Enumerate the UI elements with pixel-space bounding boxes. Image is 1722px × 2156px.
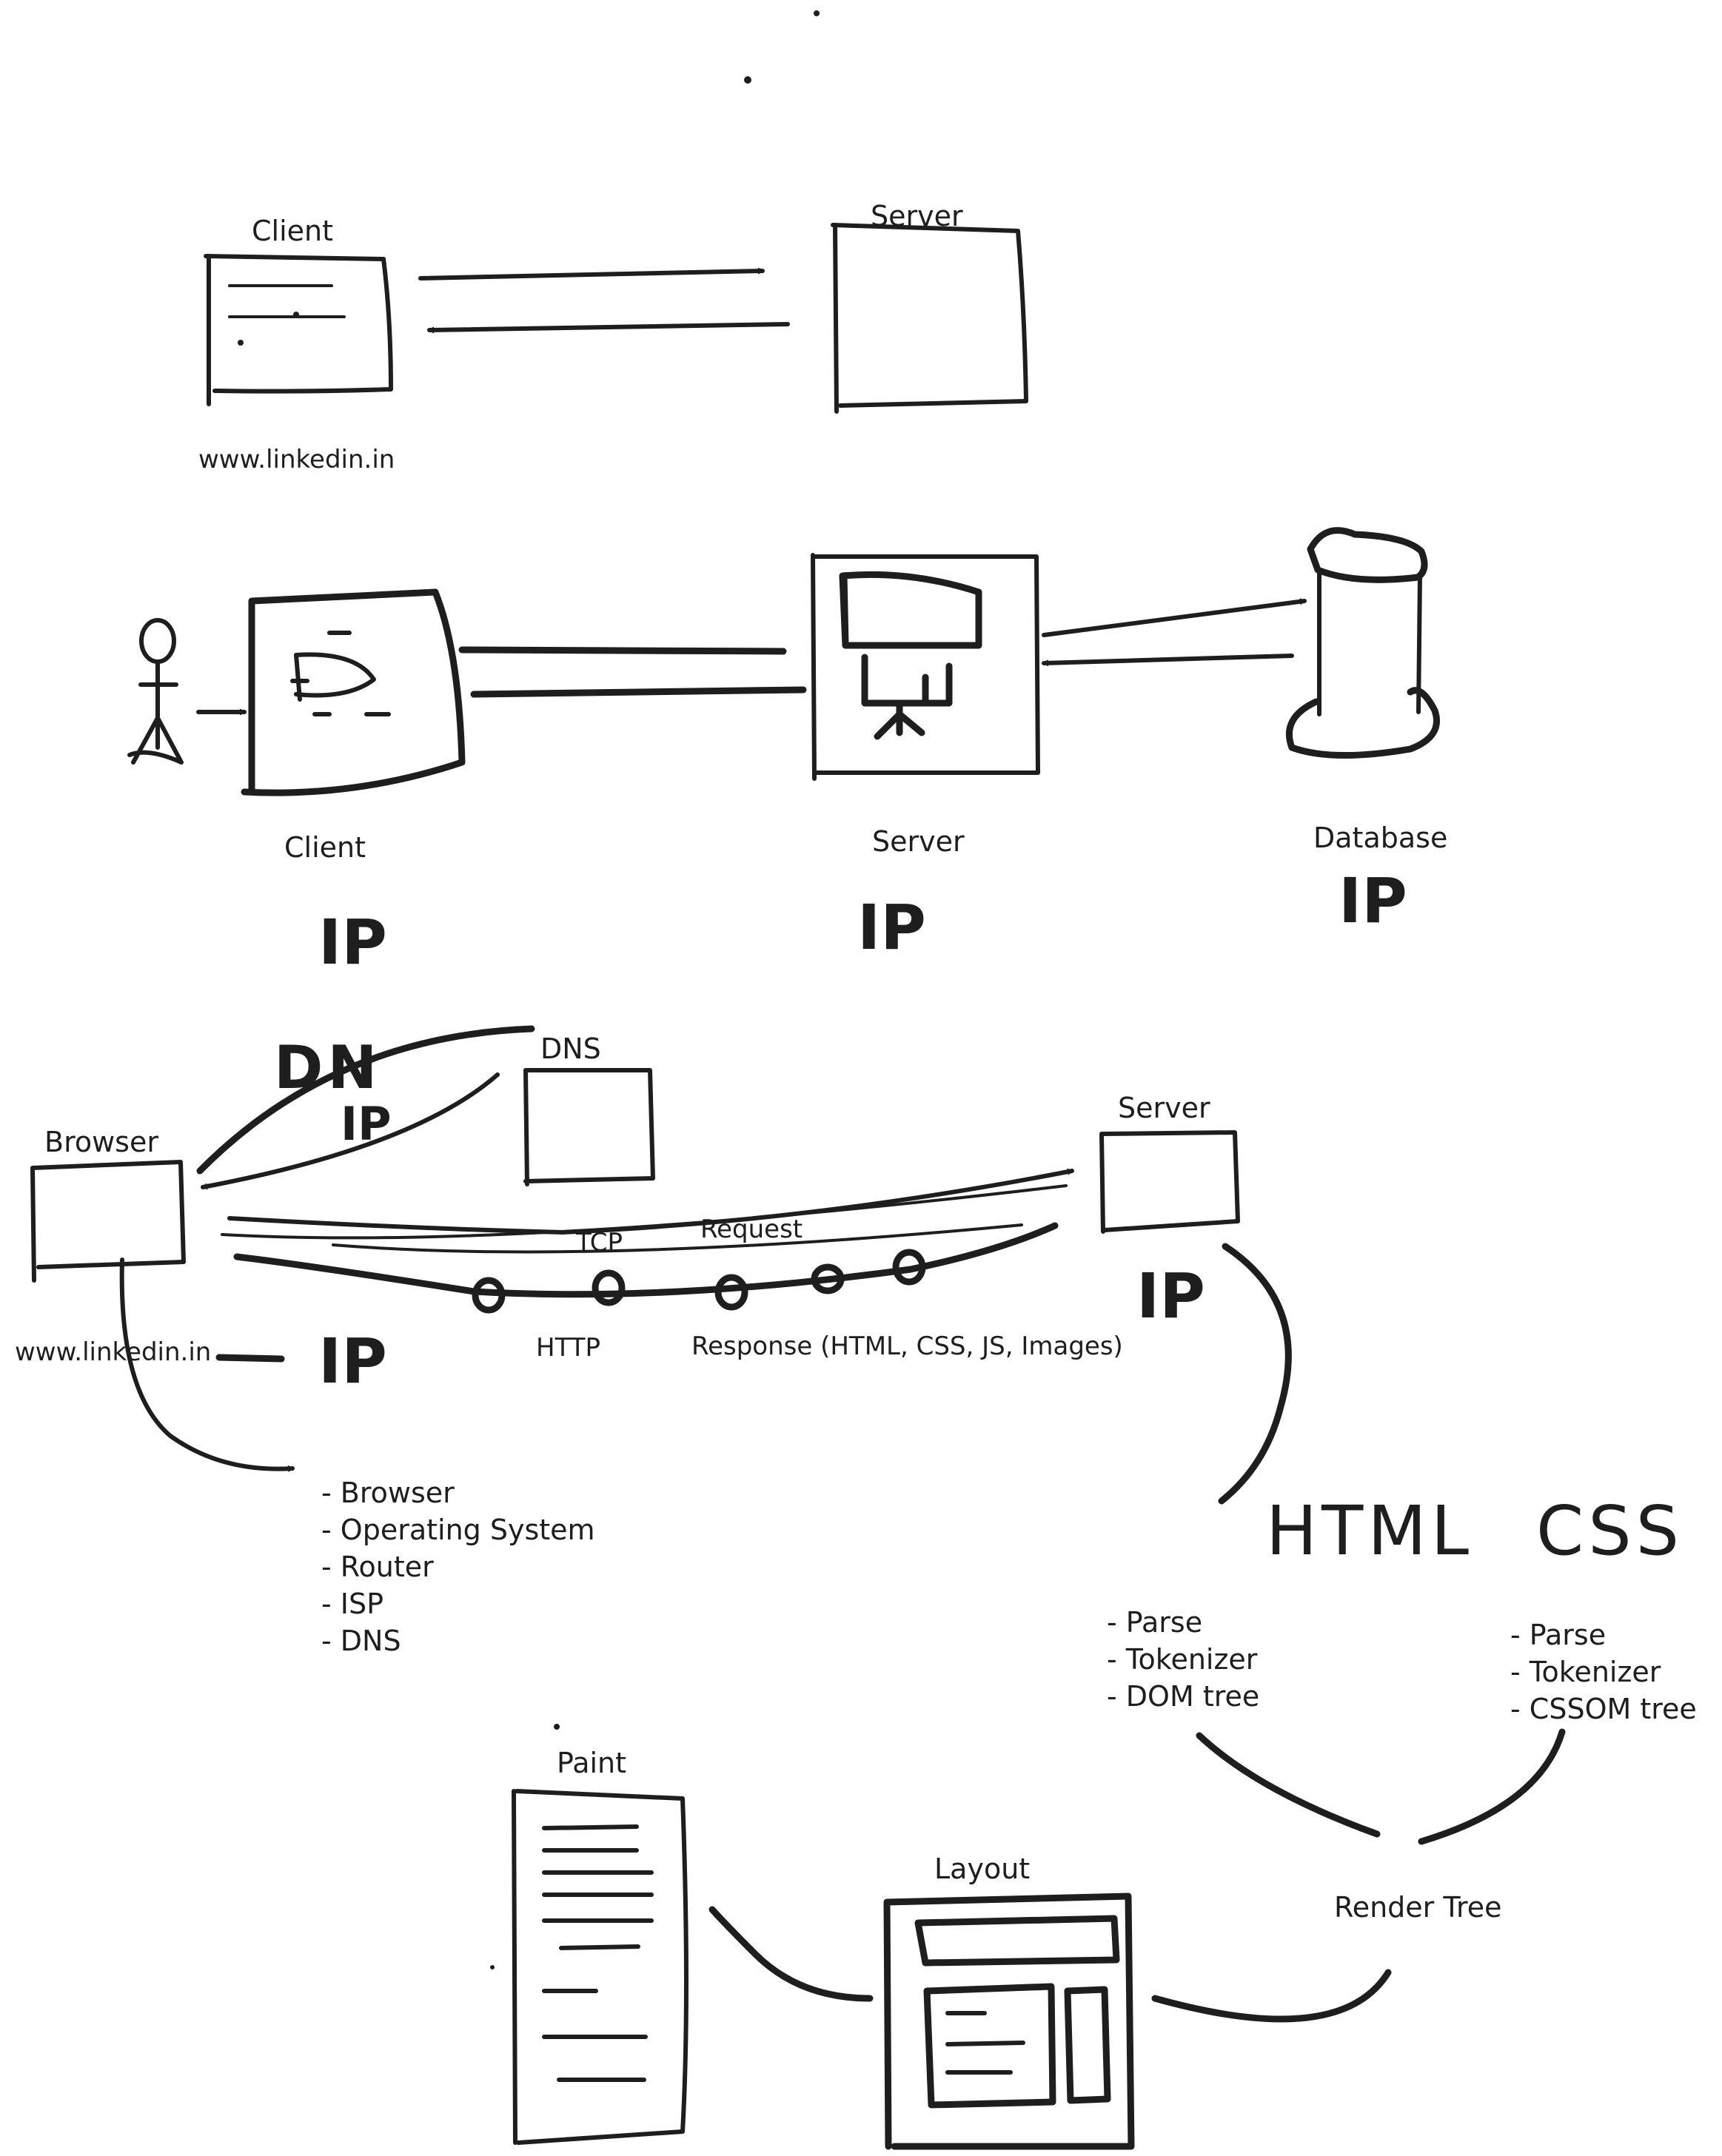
dns-label: DNS [540,1032,601,1065]
server-to-db-arrow [1042,598,1307,637]
client-label: Client [252,215,333,247]
client-ip-label: IP [318,906,387,978]
server-label: Server [872,825,965,858]
client-to-server-arrow [458,646,787,655]
request-label: Request [700,1215,803,1244]
layout-page-icon [883,1893,1135,2150]
response-arrow [233,1222,1059,1298]
lookup-item: - Router [321,1551,434,1583]
user-icon [127,618,184,765]
server-ip-label: IP [857,891,926,964]
paint-document-icon [490,1789,689,2145]
layout-label: Layout [934,1853,1030,1885]
dn-label: DN [274,1033,381,1102]
render-to-layout-arrow [1151,1969,1392,2023]
css-label: CSS [1536,1491,1684,1571]
stray-dot [744,76,751,84]
paint-label: Paint [557,1747,626,1779]
response-arrow [427,322,790,334]
diagram2-client-server-db: Client Server Database IP IP IP [127,527,1447,978]
device-glyph-icon [290,631,391,716]
html-step: - Tokenizer [1107,1643,1258,1676]
lookup-item: - ISP [321,1588,383,1620]
database-label: Database [1313,822,1447,854]
dns-ip-label: IP [341,1097,392,1151]
render-tree-label: Render Tree [1334,1891,1502,1924]
server-box-icon [831,223,1028,414]
response-label: Response (HTML, CSS, JS, Images) [691,1331,1123,1361]
browser-to-lookup-arrow [119,1257,295,1472]
client-window-icon [204,254,393,406]
css-step: - CSSOM tree [1510,1693,1697,1725]
server-label: Server [1118,1092,1210,1124]
url-to-ip-arrow [215,1354,285,1363]
html-step: - DOM tree [1107,1680,1259,1713]
css-step: - Tokenizer [1510,1656,1661,1688]
server-box-icon [1099,1130,1240,1234]
html-step: - Parse [1107,1606,1202,1639]
server-rack-icon [811,553,1040,781]
browser-box-icon [30,1160,186,1283]
lookup-item: - Operating System [321,1514,595,1546]
stray-dot [814,10,820,16]
browser-label: Browser [44,1126,158,1158]
http-label: HTTP [536,1333,600,1363]
text-lines-icon [228,284,346,318]
lookup-list: - Browser - Operating System - Router - … [321,1477,595,1657]
db-to-server-arrow [1042,654,1294,667]
html-label: HTML [1266,1491,1473,1571]
server-to-client-arrow [470,686,807,698]
diagram4-render-pipeline: HTML CSS - Parse - Tokenizer - DOM tree … [490,1491,1697,2150]
tcp-line [221,1184,1068,1240]
diagram3-request-flow: Browser DNS DN IP Server IP TCP Request … [15,1025,1292,1657]
client-label: Client [284,831,366,864]
database-icon [1286,527,1441,759]
url-label: www.linkedin.in [198,445,395,474]
browser-to-dns-arrow [196,1025,535,1175]
url-label: www.linkedin.in [15,1337,211,1367]
packet-icons [472,1249,926,1314]
client-device-icon [241,588,466,796]
server-stand-icon [861,654,953,740]
server-ip-label: IP [1136,1260,1205,1332]
tcp-line [332,1223,1023,1254]
server-to-html-arrow [1218,1243,1292,1505]
lookup-item: - DNS [321,1625,401,1657]
diagram1-client-server: Client Server www.linkedin.in [198,200,1028,474]
dns-to-browser-arrow [201,1072,500,1190]
server-drum-icon [839,571,982,649]
cssom-to-render-arrow [1418,1728,1566,1845]
layout-to-paint-arrow [708,1906,874,2002]
dom-to-render-arrow [1196,1732,1381,1838]
database-ip-label: IP [1339,864,1407,937]
lookup-item: - Browser [321,1477,455,1509]
dns-box-icon [523,1068,655,1186]
url-ip-label: IP [318,1325,387,1397]
tcp-label: TCP [575,1228,623,1257]
css-step: - Parse [1510,1619,1606,1651]
request-arrow [418,267,765,281]
